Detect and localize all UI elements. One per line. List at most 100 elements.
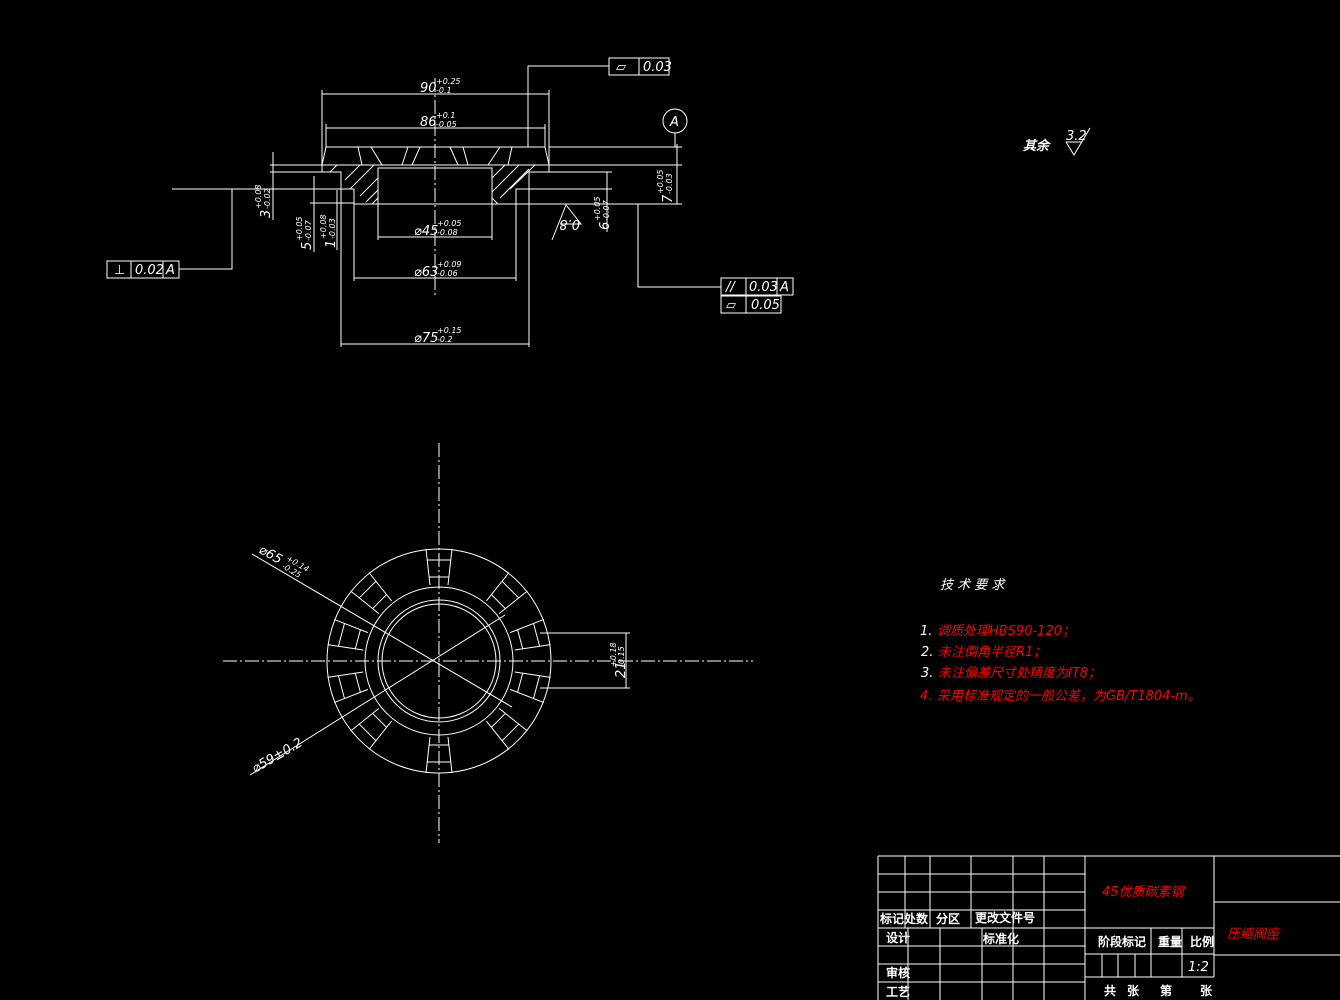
tech-req-item-4: 4. 采用标准规定的一般公差，为GB/T1804-m。 bbox=[920, 688, 1201, 704]
slot-edge bbox=[354, 672, 361, 693]
svg-text:7: 7 bbox=[661, 194, 676, 203]
svg-text:+0.1: +0.1 bbox=[436, 111, 455, 120]
dim-d75: ⌀75 +0.15-0.2 bbox=[340, 189, 530, 347]
svg-text:标记处数: 标记处数 bbox=[879, 911, 929, 926]
svg-text:A: A bbox=[779, 280, 789, 295]
slot-edge bbox=[350, 590, 380, 615]
svg-text:未注偏差尺寸处精度为IT8；: 未注偏差尺寸处精度为IT8； bbox=[938, 666, 1101, 681]
svg-text:比例: 比例 bbox=[1190, 934, 1214, 949]
svg-text:-0.06: -0.06 bbox=[437, 269, 458, 278]
svg-text:-0.2: -0.2 bbox=[437, 335, 453, 344]
svg-text:0.03: 0.03 bbox=[643, 60, 672, 75]
svg-text:1.: 1. bbox=[920, 624, 932, 639]
svg-text:+0.05: +0.05 bbox=[593, 196, 602, 221]
svg-text:共: 共 bbox=[1104, 983, 1116, 998]
svg-text:其余: 其余 bbox=[1023, 138, 1051, 154]
gdt-parallelism: // 0.03 A bbox=[637, 204, 794, 296]
svg-text:+0.08: +0.08 bbox=[319, 214, 328, 239]
svg-text:-0.15: -0.15 bbox=[617, 646, 626, 667]
dim-6: 6+0.05-0.07 bbox=[529, 171, 613, 232]
svg-text:5: 5 bbox=[300, 242, 315, 250]
dim-90: 90 +0.25-0.1 bbox=[321, 77, 550, 165]
svg-text:-0.07: -0.07 bbox=[304, 219, 313, 241]
roughness-symbol: 0.8 bbox=[551, 204, 583, 241]
slot-edge bbox=[447, 548, 453, 586]
svg-text:张: 张 bbox=[1127, 983, 1140, 998]
svg-text:-0.02: -0.02 bbox=[263, 188, 272, 209]
slot-edge bbox=[485, 572, 510, 602]
dim-d59: ⌀59±0.2 bbox=[250, 614, 506, 777]
slot-edge bbox=[532, 675, 541, 699]
slot-edge bbox=[425, 548, 431, 586]
svg-text:+0.05: +0.05 bbox=[437, 219, 462, 228]
svg-text:张: 张 bbox=[1200, 983, 1213, 998]
surface-roughness-note: 其余 3.2 bbox=[1023, 127, 1091, 156]
slot-edge bbox=[372, 712, 388, 728]
slot-edge bbox=[498, 590, 528, 615]
slot-edge bbox=[509, 618, 545, 634]
slot-edge bbox=[368, 720, 393, 750]
svg-text:0.02: 0.02 bbox=[135, 263, 164, 278]
svg-text:3.: 3. bbox=[921, 666, 933, 681]
svg-text:⊥: ⊥ bbox=[114, 263, 125, 278]
svg-text:A: A bbox=[669, 115, 679, 130]
slot-edge bbox=[333, 688, 369, 704]
gdt-flatness-top: ▱ 0.03 bbox=[527, 57, 672, 147]
svg-text:21: 21 bbox=[614, 661, 629, 678]
title-block: 45优质碳素钢 压缩阀座 标记处数 分区 更改文件号 设计 标准化 审核 工艺 … bbox=[877, 855, 1340, 1000]
svg-text:+0.15: +0.15 bbox=[437, 326, 462, 335]
slot-edge bbox=[333, 618, 369, 634]
tech-req-title: 技 术 要 求 bbox=[940, 578, 1006, 593]
slot-edge bbox=[514, 644, 551, 651]
svg-text:-0.03: -0.03 bbox=[665, 173, 674, 194]
tech-req-item-1: 1.调质处理HBS90-120； bbox=[920, 624, 1075, 639]
svg-text:+0.05: +0.05 bbox=[295, 216, 304, 241]
slot-edge bbox=[425, 736, 431, 774]
svg-text:▱: ▱ bbox=[726, 298, 736, 313]
svg-text:重量: 重量 bbox=[1158, 934, 1182, 949]
svg-text:4.: 4. bbox=[920, 689, 932, 704]
svg-text:标准化: 标准化 bbox=[982, 931, 1019, 946]
dim-7: 7+0.05-0.03 bbox=[516, 144, 682, 205]
svg-text:分区: 分区 bbox=[936, 911, 960, 926]
svg-text:-0.03: -0.03 bbox=[328, 218, 337, 239]
svg-text:-0.08: -0.08 bbox=[437, 228, 458, 237]
dim-1: 1+0.08-0.03 bbox=[319, 190, 339, 250]
svg-text:A: A bbox=[165, 263, 175, 278]
slot-edge bbox=[354, 629, 361, 650]
gdt-flatness-bottom: ▱ 0.05 bbox=[720, 295, 782, 314]
gdt-perpendicularity: ⊥ 0.02 A bbox=[106, 188, 341, 279]
svg-text:+0.18: +0.18 bbox=[609, 642, 618, 667]
slot-edge bbox=[532, 623, 541, 647]
svg-text:审核: 审核 bbox=[886, 965, 910, 980]
technical-requirements: 技 术 要 求 1.调质处理HBS90-120； 2. 未注倒角半径R1； 3. 未… bbox=[920, 578, 1201, 704]
slot-edge bbox=[498, 707, 528, 732]
slot-edge bbox=[509, 688, 545, 704]
tech-req-item-2: 2. 未注倒角半径R1； bbox=[921, 645, 1046, 660]
svg-text:采用标准规定的一般公差，为GB/T1804-m。: 采用标准规定的一般公差，为GB/T1804-m。 bbox=[937, 688, 1201, 704]
dim-3: 3+0.08-0.02 bbox=[254, 152, 322, 220]
slot-edge bbox=[485, 720, 510, 750]
hatching bbox=[329, 164, 536, 203]
svg-text:+0.08: +0.08 bbox=[254, 184, 263, 209]
svg-text:90: 90 bbox=[420, 81, 437, 96]
svg-text:6: 6 bbox=[598, 222, 613, 230]
svg-text:3.2: 3.2 bbox=[1066, 129, 1087, 144]
svg-text:+0.09: +0.09 bbox=[437, 260, 462, 269]
svg-text:+0.05: +0.05 bbox=[656, 169, 665, 194]
svg-text:86: 86 bbox=[420, 115, 437, 130]
svg-text:⌀59±0.2: ⌀59±0.2 bbox=[250, 736, 306, 777]
slot-edge bbox=[327, 644, 364, 651]
dim-d63: ⌀63 +0.09-0.06 bbox=[353, 204, 517, 281]
svg-text:0.8: 0.8 bbox=[559, 216, 580, 231]
svg-text:⌀45: ⌀45 bbox=[414, 224, 438, 239]
svg-text:2.: 2. bbox=[921, 645, 933, 660]
material: 45优质碳素钢 bbox=[1102, 885, 1186, 900]
svg-text:-0.07: -0.07 bbox=[602, 199, 611, 221]
slot-edge bbox=[501, 723, 520, 742]
svg-text:未注倒角半径R1；: 未注倒角半径R1； bbox=[938, 645, 1046, 660]
slot-edge bbox=[337, 675, 346, 699]
svg-text:1: 1 bbox=[324, 240, 339, 248]
plan-view: ⌀65+0.14-0.25 ⌀59±0.2 21+0.18-0.15 bbox=[223, 443, 753, 843]
